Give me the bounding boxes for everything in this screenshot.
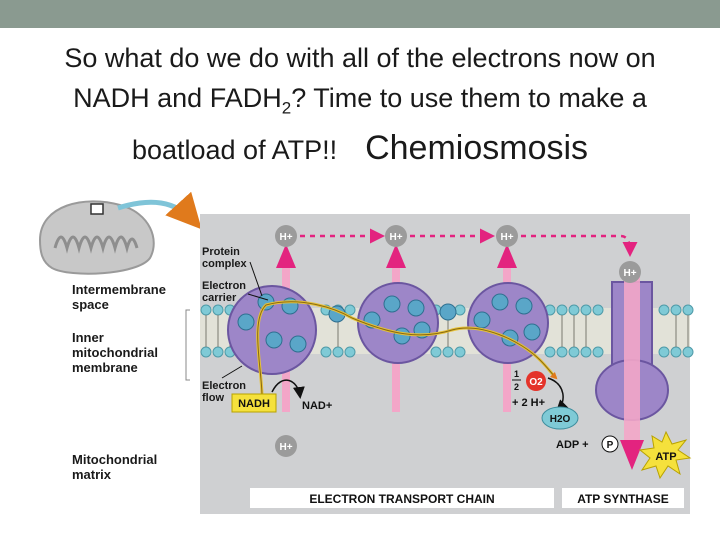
protein-complex-2	[357, 282, 439, 364]
atp-label: ATP	[655, 451, 676, 463]
title-line-3-text: boatload of ATP!!	[131, 135, 338, 166]
protein-complex-label: Protein complex	[202, 246, 247, 270]
electron-carrier-label: Electron carrier	[202, 280, 247, 304]
protein-complex-3	[467, 282, 549, 364]
inner-membrane-label: Inner mitochondrial membrane	[72, 330, 158, 375]
proton-dashed-path	[300, 228, 638, 257]
title-subscript: 2	[281, 98, 292, 118]
atp-synthase-caption-box	[562, 488, 684, 508]
h-plus-label-2: H+	[389, 232, 402, 243]
etc-caption: ELECTRON TRANSPORT CHAIN	[309, 492, 494, 506]
title-line-2: NADH and FADH2? Time to use them to make…	[0, 78, 720, 128]
slide-top-bar	[0, 0, 720, 28]
h-plus-label-3: H+	[500, 232, 513, 243]
o2-label: O2	[529, 377, 543, 388]
title-line-1: So what do we do with all of the electro…	[64, 43, 656, 73]
atp-synthase-caption: ATP SYNTHASE	[577, 492, 669, 506]
slide-title: So what do we do with all of the electro…	[0, 38, 720, 170]
title-line-3: boatload of ATP!! Chemiosmosis	[0, 128, 720, 170]
two-h-plus-label: + 2 H+	[512, 397, 545, 409]
h-plus-label-1: H+	[279, 232, 292, 243]
atp-star-icon	[638, 430, 692, 480]
title-emphasis: Chemiosmosis	[365, 129, 589, 168]
proton-icons	[275, 225, 641, 457]
adp-label: ADP +	[556, 439, 589, 451]
nadh-box	[231, 393, 277, 413]
matrix-label: Mitochondrial matrix	[72, 452, 158, 482]
etc-caption-box	[250, 488, 554, 508]
h-plus-label-4: H+	[623, 268, 636, 279]
electron-flow-label: Electron flow	[202, 380, 247, 404]
mitochondrion-icon	[38, 191, 202, 275]
oxygen-reduction: 1 2 O2 + 2 H+ H2O	[512, 369, 579, 430]
phosphate-icon	[601, 435, 619, 453]
h-plus-label-5: H+	[279, 442, 292, 453]
title-line-2-b: ? Time to use them to make a	[291, 83, 647, 113]
h2o-label: H2O	[550, 414, 571, 425]
svg-text:2: 2	[514, 382, 519, 392]
nad-plus-label: NAD+	[302, 400, 332, 412]
intermembrane-space-label: Intermembrane space	[72, 282, 166, 312]
title-line-2-a: NADH and FADH	[73, 83, 282, 113]
phosphate-label: P	[607, 440, 614, 451]
nadh-label: NADH	[238, 398, 270, 410]
atp-synthase	[595, 270, 669, 470]
svg-text:1: 1	[514, 369, 519, 379]
